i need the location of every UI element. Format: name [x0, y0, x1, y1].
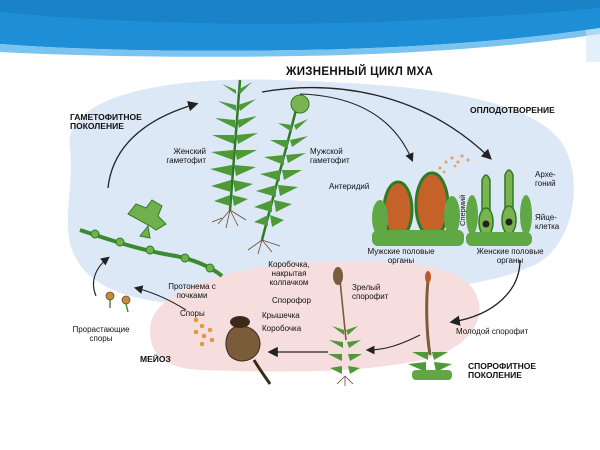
label-capsule-with-cap: Коробочка, накрытая колпачком [268, 260, 310, 287]
arrow-protonema-to-gametophyte [107, 101, 199, 189]
label-fertilization: ОПЛОДОТВОРЕНИЕ [470, 105, 555, 115]
label-gametophyte-generation: ГАМЕТОФИТНОЕ ПОКОЛЕНИЕ [70, 112, 142, 131]
female-organs-drawing [466, 169, 532, 246]
label-egg-cell: Яйце- клетка [535, 213, 560, 231]
spores-drawing [193, 317, 215, 347]
label-capsule: Коробочка [262, 324, 302, 333]
label-archegonium: Архе- гоний [535, 170, 556, 188]
female-gametophyte-plant [210, 79, 258, 229]
arrow-to-male-organs [299, 93, 414, 163]
male-gametophyte-plant [247, 94, 310, 255]
germinating-spores-drawing [105, 291, 131, 313]
arrow-fertilization [261, 87, 492, 160]
label-germinating-spores: Прорастающие споры [72, 325, 130, 343]
header-wave [0, 0, 600, 62]
label-young-sporophyte: Молодой спорофит [456, 327, 529, 336]
label-sperm: Спермий [458, 194, 467, 226]
capsule-drawing [225, 316, 272, 385]
label-female-gametophyte: Женский гаметофит [166, 147, 206, 165]
label-female-organs: Женские половые органы [476, 247, 544, 265]
mature-sporophyte-drawing [328, 267, 362, 386]
arrow-to-mature-sporophyte [365, 334, 421, 355]
label-sporophore: Спорофор [272, 296, 311, 305]
arrow-germinating-to-protonema [92, 256, 110, 297]
gametophyte-zone [67, 79, 574, 305]
label-mature-sporophyte: Зрелый спорофит [352, 283, 389, 301]
arrow-to-young-sporophyte [449, 259, 521, 326]
label-meiosis: МЕЙОЗ [140, 354, 171, 364]
male-organs-drawing [372, 154, 470, 246]
diagram-title: ЖИЗНЕННЫЙ ЦИКЛ МХА [286, 66, 434, 78]
label-male-organs: Мужские половые органы [367, 247, 435, 265]
arrow-spores-to-germinating [133, 285, 187, 311]
label-lid: Крышечка [262, 311, 300, 320]
protonema-drawing [79, 199, 224, 278]
label-antheridium: Антеридий [329, 182, 370, 191]
label-male-gametophyte: Мужской гаметофит [310, 147, 350, 165]
young-sporophyte-drawing [408, 271, 452, 380]
label-protonema: Протонема с почками [168, 282, 216, 300]
label-spores: Споры [180, 309, 205, 318]
label-sporophyte-generation: СПОРОФИТНОЕ ПОКОЛЕНИЕ [468, 361, 537, 380]
